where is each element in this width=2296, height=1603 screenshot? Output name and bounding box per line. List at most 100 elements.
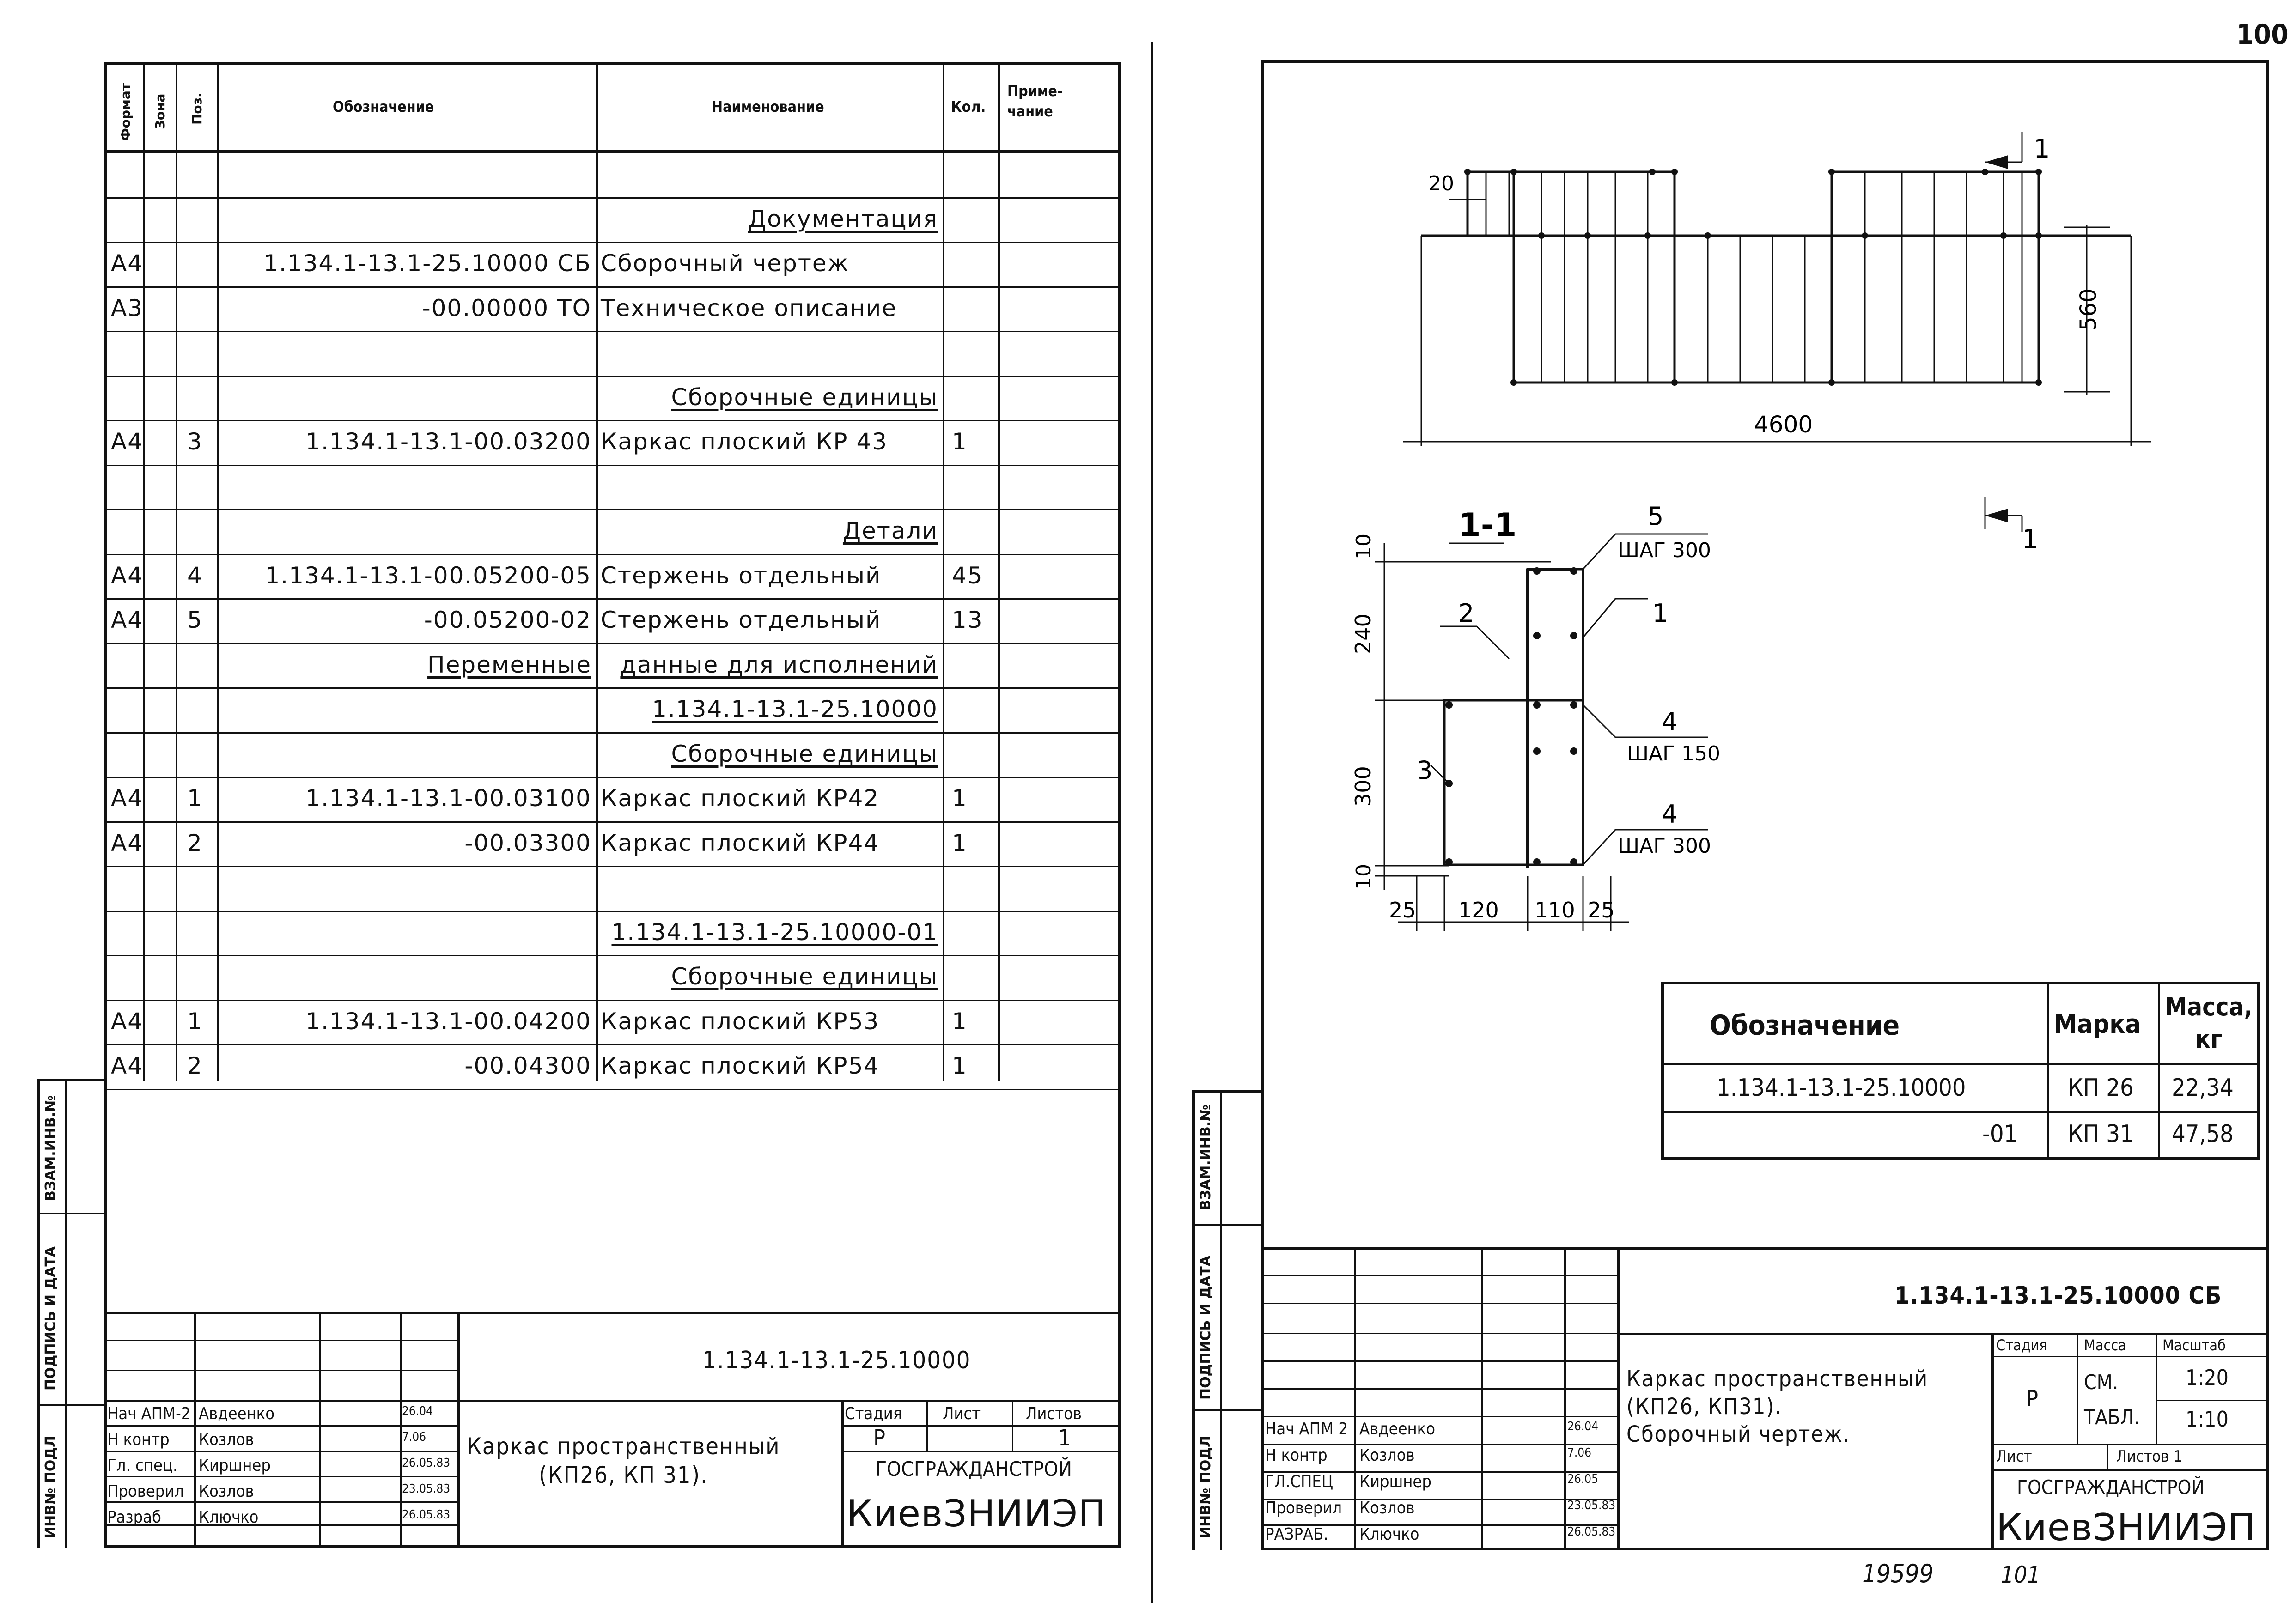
dim-20: 20 [1428,172,1454,195]
right-stage: Р [2026,1386,2039,1412]
spec-fmt: А3 [111,294,144,322]
right-side-label-vzam: ВЗАМ.ИНВ.№ [1198,1104,1214,1210]
header-format: Формат [118,83,133,141]
person-name: Киршнер [1359,1472,1431,1491]
dim-240: 240 [1351,613,1376,654]
right-institute: КиевЗНИИЭП [1996,1506,2256,1549]
spec-name: Техническое описание [601,294,897,322]
person-name: Козлов [199,1482,254,1501]
header-zone: Зона [152,93,168,129]
spec-pos: 4 [187,562,203,589]
spec-name: 1.134.1-13.1-25.10000 [652,696,938,723]
spec-qty: 45 [952,562,983,589]
spec-fmt: А4 [111,1052,144,1079]
section-label: 1-1 [1458,506,1516,544]
person-date: 7.06 [1567,1446,1592,1460]
right-title: Каркас пространственный (КП26, КП31). Сб… [1626,1366,1929,1447]
spec-fmt: А4 [111,562,144,589]
spec-des: -00.04300 [464,1052,591,1079]
spec-name: Стержень отдельный [601,562,882,589]
mass-header-des: Обозначение [1710,1009,1900,1042]
dim-120: 120 [1458,898,1499,923]
row-line [104,1088,1121,1090]
person-role: Гл. спец. [107,1456,178,1475]
right-sheet-label: Лист [1996,1447,2032,1466]
mass-row1-des: 1.134.1-13.1-25.10000 [1717,1074,1966,1102]
spec-name: 1.134.1-13.1-25.10000-01 [611,918,938,946]
row-line [104,1044,1121,1045]
page-number: 100 [2236,18,2289,51]
right-code: 1.134.1-13.1-25.10000 СБ [1894,1282,2222,1310]
left-stage: Р [873,1425,886,1451]
person-name: Ключко [1359,1525,1419,1544]
mass-header-mark: Марка [2054,1009,2141,1039]
mass-row2-mark: КП 31 [2068,1120,2134,1148]
spec-name: Сборочные единицы [671,740,938,767]
person-name: Ключко [199,1508,259,1527]
spec-name: Каркас плоский КР53 [601,1008,880,1035]
spec-des: -00.05200-02 [424,607,591,633]
spec-des: 1.134.1-13.1-00.03100 [305,785,591,812]
spec-des: -00.00000 ТО [422,294,591,322]
spec-des: -00.03300 [464,829,591,856]
dim-560: 560 [2076,288,2101,331]
spec-fmt: А4 [111,1008,144,1035]
spec-pos: 2 [187,829,203,856]
person-role: Проверил [1265,1499,1342,1518]
callout-4b-num: 4 [1662,800,1677,829]
row-line [104,777,1121,778]
row-line [104,999,1121,1001]
header-qty: Кол. [951,98,986,115]
person-date: 7.06 [402,1430,426,1444]
person-name: Авдеенко [1359,1420,1436,1439]
right-scale2: 1:10 [2186,1407,2229,1432]
spec-name: Каркас плоский КР42 [601,785,880,812]
footer-left: 19599 [1862,1559,1934,1588]
left-title: Каркас пространственный (КП26, КП 31). [467,1433,780,1488]
dim-25a: 25 [1389,898,1416,923]
row-line [104,866,1121,867]
row-line [104,687,1121,689]
spec-qty: 1 [952,1052,968,1079]
right-side-label-inv: ИНВ№ ПОДЛ [1198,1436,1214,1538]
person-date: 26.05.83 [1567,1525,1616,1539]
mass-row1-mass: 22,34 [2172,1074,2234,1102]
person-role: ГЛ.СПЕЦ [1265,1472,1334,1491]
spec-pos: 3 [187,428,203,455]
row-line [104,598,1121,600]
left-sheet-label: Лист [943,1404,981,1423]
assembly-drawing: 20 4600 560 1 1 1-1 [1351,132,2151,931]
dim-10b: 10 [1352,864,1376,890]
spec-pos: 5 [187,607,203,633]
left-stage-label: Стадия [845,1404,902,1423]
row-line [104,331,1121,332]
spec-qty: 1 [952,1008,968,1035]
row-line [104,464,1121,466]
dim-25b: 25 [1588,898,1615,923]
person-role: Н контр [107,1430,170,1449]
spec-name: Сборочный чертеж [601,250,849,277]
spec-des: 1.134.1-13.1-25.10000 СБ [263,250,591,277]
side-label-inv: ИНВ№ ПОДЛ [43,1436,59,1538]
dim-4600: 4600 [1754,411,1813,438]
spec-des: 1.134.1-13.1-00.04200 [305,1008,591,1035]
person-date: 23.05.83 [402,1482,451,1496]
header-note: Приме- чание [1007,82,1063,120]
right-sheets-label: Листов 1 [2116,1447,2183,1466]
mass-row2-mass: 47,58 [2172,1120,2234,1148]
spec-pos: 2 [187,1052,203,1079]
left-institute: КиевЗНИИЭП [847,1492,1107,1535]
spec-name: Детали [842,517,938,544]
person-role: Нач АПМ 2 [1265,1420,1348,1439]
header-name: Наименование [712,98,824,115]
fold-line [1151,42,1153,1603]
spec-fmt: А4 [111,785,144,812]
side-label-vzam: ВЗАМ.ИНВ.№ [43,1095,59,1201]
spec-fmt: А4 [111,250,144,277]
mass-row2-des: -01 [1982,1120,2018,1148]
dim-10a: 10 [1352,534,1376,559]
spec-name: Каркас плоский КР44 [601,829,880,856]
person-date: 26.04 [402,1404,433,1418]
person-role: Нач АПМ-2 [107,1404,191,1423]
callout-4a-num: 4 [1662,707,1677,736]
